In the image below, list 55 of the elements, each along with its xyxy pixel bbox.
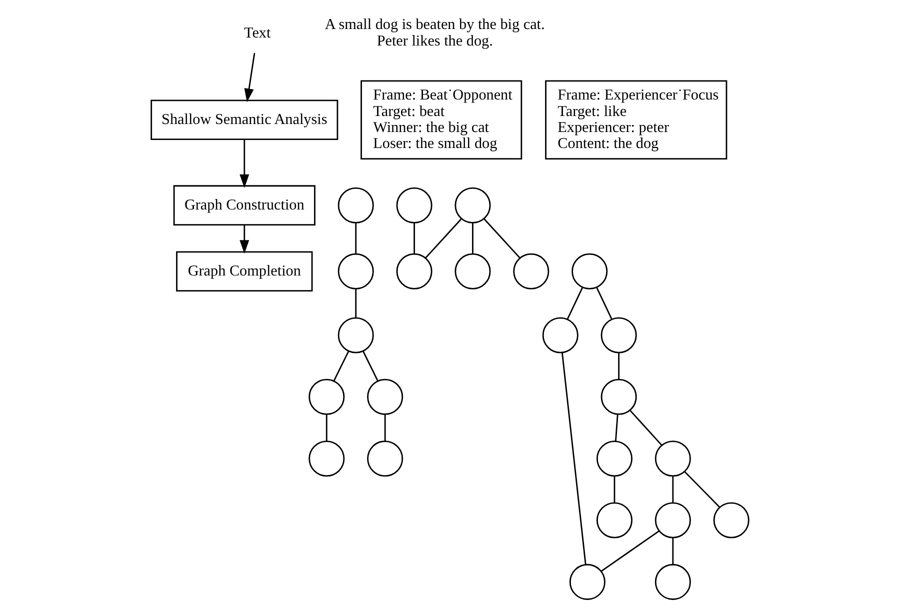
node-circle: [454, 253, 490, 290]
connector: [600, 530, 660, 572]
connector: [618, 352, 620, 380]
connector: [561, 352, 586, 565]
arrow: [239, 224, 249, 254]
connector: [596, 287, 612, 320]
node-circle: [600, 378, 636, 415]
connector: [332, 350, 349, 382]
connector: [629, 410, 662, 446]
connector: [566, 287, 583, 320]
node-text: Text: [244, 24, 270, 42]
connector: [472, 222, 473, 254]
node-circle: [596, 440, 632, 477]
node-circle: [568, 564, 605, 600]
connector: [482, 218, 520, 258]
node-circle: [337, 253, 374, 290]
node-box: Graph Construction: [172, 185, 315, 226]
node-circle: [396, 253, 432, 290]
label: A small dog is beaten by the big cat.: [324, 16, 544, 34]
node-circle: [654, 564, 690, 600]
node-circle: [337, 317, 374, 354]
node-circle: [308, 378, 344, 415]
connector: [354, 222, 356, 254]
connector: [614, 414, 618, 442]
connector: [354, 288, 356, 318]
connector: [424, 218, 462, 258]
connector: [613, 476, 615, 503]
node-circle: [654, 502, 690, 538]
node-circle: [396, 187, 432, 224]
node-circle: [596, 502, 632, 538]
node-circle: [712, 502, 749, 538]
connector: [413, 222, 414, 254]
node-box: Frame: Beat˙Opponent Target: beat Winner: the big cat Loser: the small dog: [360, 80, 522, 160]
connector: [672, 476, 674, 503]
node-circle: [512, 253, 549, 290]
node-circle: [366, 440, 403, 477]
node-box: Graph Completion: [176, 251, 312, 292]
node-circle: [600, 317, 636, 354]
node-circle: [366, 378, 403, 415]
connector: [362, 350, 378, 382]
node-circle: [337, 187, 374, 224]
node-circle: [542, 317, 578, 354]
connector: [684, 471, 720, 508]
connector: [384, 414, 386, 442]
node-box: Frame: Experiencer˙Focus Target: like Experiencer: peter Content: the dog: [544, 80, 727, 160]
node-box: Shallow Semantic Analysis: [150, 100, 338, 140]
node-circle: [654, 440, 690, 477]
node-circle: [571, 253, 608, 290]
label: Peter likes the dog.: [376, 32, 492, 50]
arrow: [239, 139, 249, 188]
arrow: [244, 53, 255, 102]
connector: [672, 538, 674, 565]
node-circle: [454, 187, 490, 224]
node-circle: [308, 440, 344, 477]
connector: [325, 414, 327, 442]
